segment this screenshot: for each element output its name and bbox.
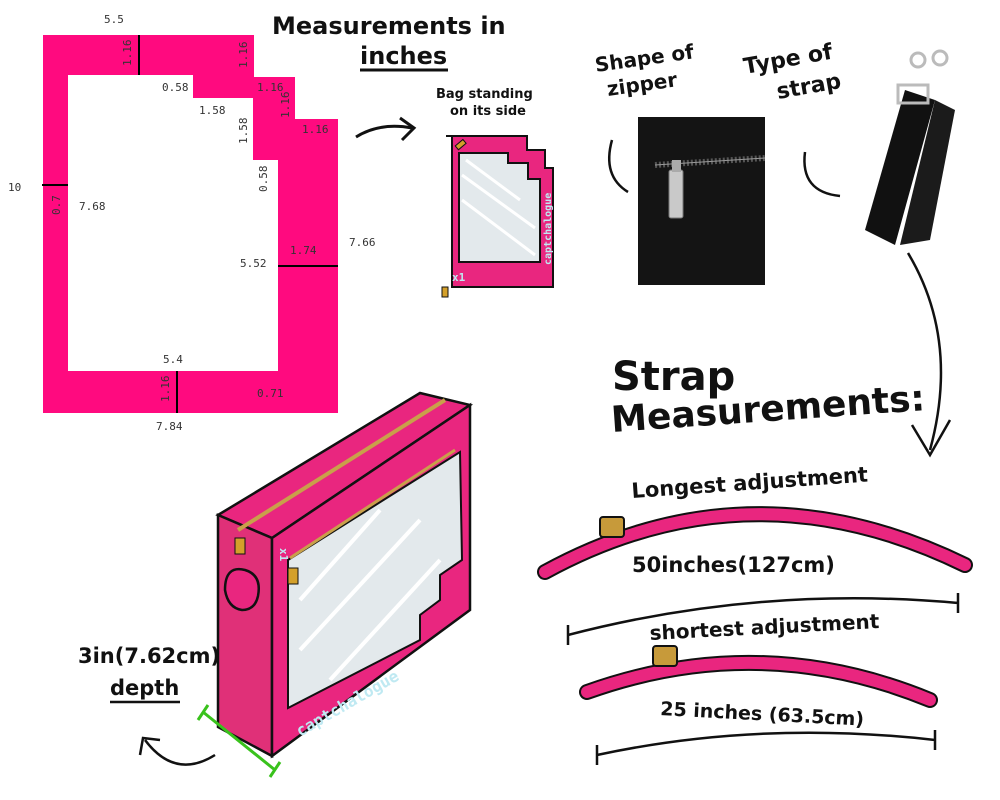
side-bag-brand: captchalogue bbox=[543, 193, 554, 265]
arrow-icon bbox=[138, 736, 216, 766]
dim: 1.16 bbox=[302, 123, 329, 136]
arrow-icon bbox=[608, 139, 629, 194]
dim: 1.16 bbox=[279, 92, 292, 119]
side-bag-caption2: on its side bbox=[450, 104, 526, 119]
strap-photo bbox=[865, 49, 955, 245]
zipper-photo bbox=[638, 117, 766, 285]
depth-value: 3in(7.62cm) bbox=[78, 644, 220, 668]
pattern-cut-lines bbox=[42, 35, 338, 413]
shortest-value: 25 inches (63.5cm) bbox=[660, 698, 865, 731]
side-bag-count: x1 bbox=[452, 271, 466, 284]
dim: 0.58 bbox=[257, 166, 270, 193]
arrow-icon bbox=[803, 151, 841, 198]
dim: 0.7 bbox=[50, 195, 63, 215]
pattern-shape bbox=[43, 35, 338, 413]
bag-pattern: 5.5 1.16 1.16 0.58 1.16 1.16 1.58 1.58 1… bbox=[8, 13, 376, 433]
dim: 7.84 bbox=[156, 420, 183, 433]
short-strap-illustration bbox=[579, 645, 938, 708]
dim: 5.4 bbox=[163, 353, 183, 366]
strap-caption2: strap bbox=[775, 69, 843, 105]
title-line2: inches bbox=[360, 42, 447, 70]
side-bag-illustration: captchalogue x1 bbox=[441, 135, 554, 298]
arrow-icon bbox=[906, 252, 943, 451]
dim: 1.16 bbox=[159, 376, 172, 403]
dim: 1.58 bbox=[199, 104, 226, 117]
depth-measure-line bbox=[196, 704, 282, 778]
dim: 1.16 bbox=[121, 40, 134, 67]
dim: 1.16 bbox=[257, 81, 284, 94]
dim: 7.68 bbox=[79, 200, 106, 213]
dim: 1.58 bbox=[237, 118, 250, 145]
dim: 1.16 bbox=[237, 42, 250, 69]
longest-label: Longest adjustment bbox=[631, 463, 869, 503]
longest-dimension-line bbox=[566, 593, 960, 645]
shortest-label: shortest adjustment bbox=[649, 609, 880, 645]
dim: 5.5 bbox=[104, 13, 124, 26]
dim: 1.74 bbox=[290, 244, 317, 257]
bag-3d-illustration: captchalogue x1 bbox=[215, 391, 474, 759]
pattern-dimensions: 5.5 1.16 1.16 0.58 1.16 1.16 1.58 1.58 1… bbox=[8, 13, 376, 433]
dim: 10 bbox=[8, 181, 21, 194]
longest-value: 50inches(127cm) bbox=[632, 553, 835, 577]
title-line1: Measurements in bbox=[272, 12, 506, 40]
dim: 0.71 bbox=[257, 387, 284, 400]
depth-label: depth bbox=[110, 676, 179, 700]
bag3d-count: x1 bbox=[277, 548, 290, 562]
shortest-dimension-line bbox=[595, 730, 937, 765]
strap-title1: Strap bbox=[612, 354, 735, 400]
arrow-head-icon bbox=[910, 419, 952, 458]
dim: 7.66 bbox=[349, 236, 376, 249]
side-bag-caption1: Bag standing bbox=[436, 87, 533, 102]
dim: 5.52 bbox=[240, 257, 267, 270]
long-strap-illustration bbox=[537, 506, 973, 580]
arrow-icon bbox=[355, 124, 413, 139]
dim: 0.58 bbox=[162, 81, 189, 94]
arrow-head-icon bbox=[399, 116, 417, 142]
